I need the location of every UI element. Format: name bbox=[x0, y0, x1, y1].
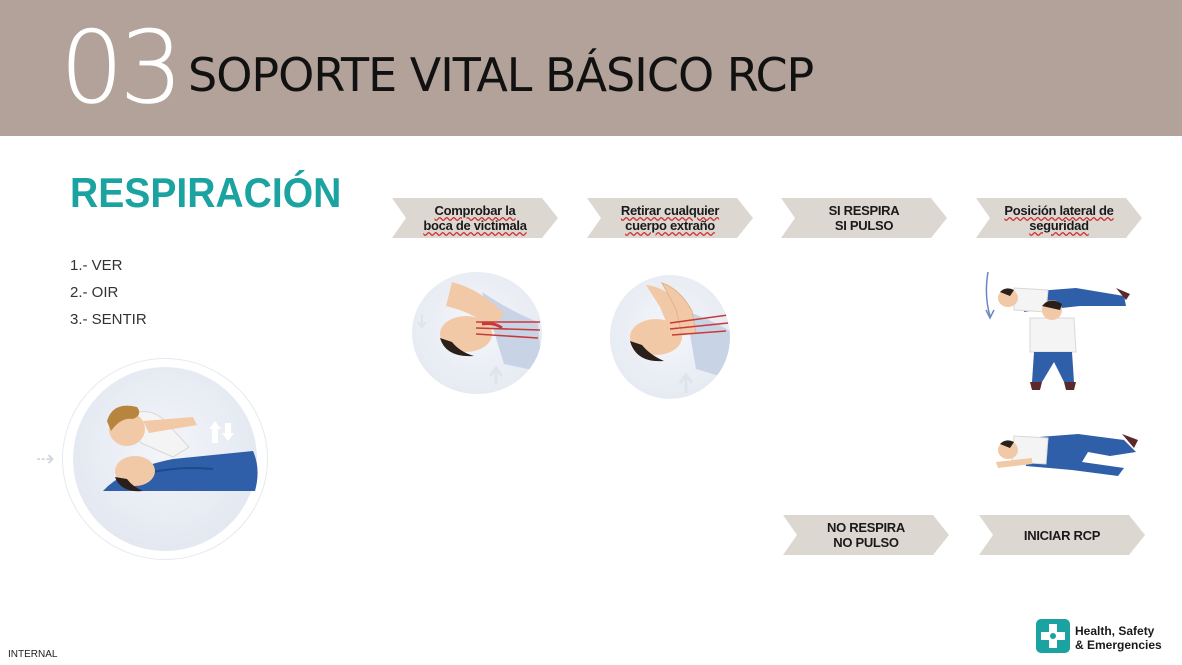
step-lateral-position-label: Posición lateral de seguridad bbox=[1004, 203, 1114, 233]
brand-name: Health, Safety & Emergencies bbox=[1075, 624, 1162, 652]
classification-label: INTERNAL bbox=[8, 649, 58, 660]
chevron-shape bbox=[976, 198, 1142, 238]
step-remove-object: Retirar cualquier cuerpo extraño bbox=[587, 198, 753, 238]
remove-object-drawing bbox=[630, 282, 730, 393]
breathing-check-illustration bbox=[62, 358, 268, 560]
head-tilt-illustration bbox=[412, 272, 542, 394]
step-item-hear: 2.- OIR bbox=[70, 284, 119, 301]
chevron-shape bbox=[587, 198, 753, 238]
section-heading: RESPIRACIÓN bbox=[70, 169, 342, 216]
step-start-cpr: INICIAR RCP bbox=[979, 515, 1145, 555]
remove-object-illustration bbox=[610, 275, 730, 399]
page-title: SOPORTE VITAL BÁSICO RCP bbox=[188, 48, 814, 102]
arrow-right-icon: ⇢ bbox=[36, 446, 55, 471]
step-no-breathing: NO RESPIRA NO PULSO bbox=[783, 515, 949, 555]
step-remove-object-label: Retirar cualquier cuerpo extraño bbox=[620, 203, 720, 233]
chevron-shape bbox=[979, 515, 1145, 555]
step-lateral-position: Posición lateral de seguridad bbox=[976, 198, 1142, 238]
turning-patient-illustration bbox=[985, 271, 1130, 390]
step-breathing-pulse: SI RESPIRA SI PULSO bbox=[781, 198, 947, 238]
title-banner: 03 SOPORTE VITAL BÁSICO RCP bbox=[0, 0, 1182, 136]
section-number: 03 bbox=[60, 9, 184, 127]
steps-list: 1.- VER 2.- OIR 3.- SENTIR bbox=[70, 252, 147, 333]
chevron-shape bbox=[392, 198, 558, 238]
chevron-shape bbox=[783, 515, 949, 555]
step-item-feel: 3.- SENTIR bbox=[70, 311, 147, 328]
head-tilt-drawing bbox=[417, 282, 542, 384]
step-check-mouth-label: Comprobar la boca de victimala bbox=[423, 203, 527, 233]
step-start-cpr-label: INICIAR RCP bbox=[1023, 527, 1101, 543]
step-breathing-pulse-label: SI RESPIRA SI PULSO bbox=[828, 203, 900, 233]
health-safety-logo-icon bbox=[1036, 619, 1070, 653]
chevron-shape bbox=[781, 198, 947, 238]
step-check-mouth: Comprobar la boca de victimala bbox=[392, 198, 558, 238]
recovery-position-illustration bbox=[996, 434, 1138, 476]
step-item-see: 1.- VER bbox=[70, 257, 123, 274]
rescuer-listening-illustration bbox=[103, 405, 258, 492]
step-no-breathing-label: NO RESPIRA NO PULSO bbox=[827, 520, 905, 550]
